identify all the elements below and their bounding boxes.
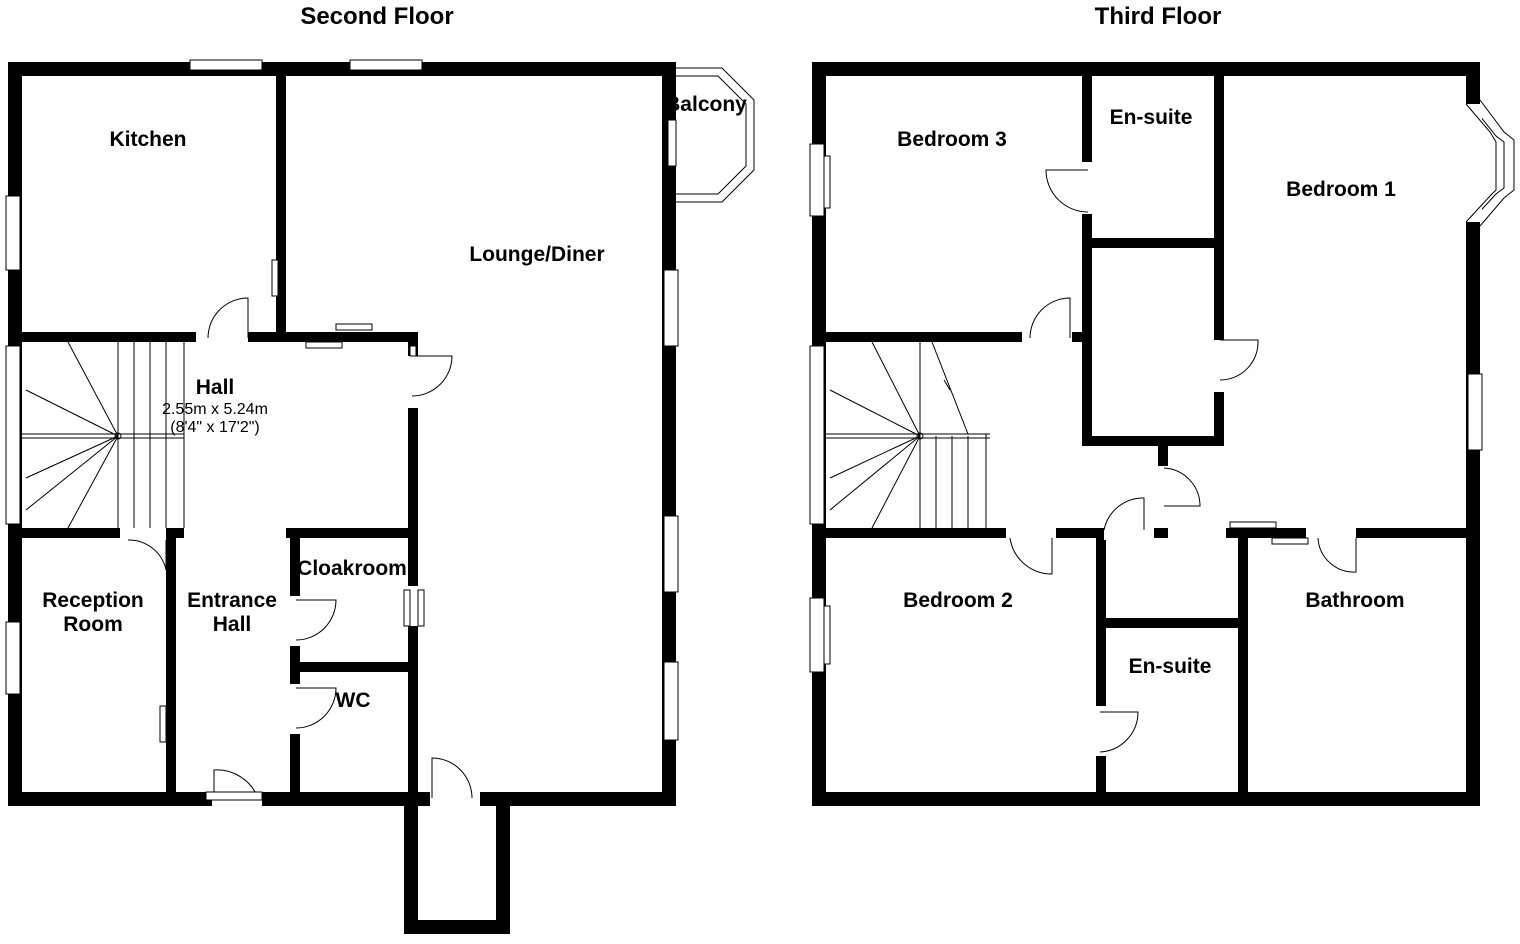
hall-dimension-imperial: (8'4" x 17'2") [170,419,260,436]
second-floor-doors [127,297,473,799]
hall-dimension-metric: 2.55m x 5.24m [162,401,268,418]
wc-label: WC [336,689,371,712]
en-suite-top-label: En-suite [1110,106,1193,129]
cloakroom-label: Cloakroom [297,557,407,580]
third-floor-windows [809,143,1483,673]
bedroom-2-label: Bedroom 2 [903,589,1013,612]
lounge-diner-label: Lounge/Diner [469,243,604,266]
reception-room-label-line2: Room [63,613,123,636]
second-floor-windows [5,59,679,801]
third-floor-doors [1009,169,1357,753]
bedroom-1-label: Bedroom 1 [1286,178,1396,201]
third-floor-labels: Bedroom 3 En-suite Bedroom 1 Bedroom 2 E… [897,106,1404,678]
second-floor-labels: Kitchen Balcony Lounge/Diner Hall 2.55m … [42,93,747,712]
entrance-hall-label-line1: Entrance [187,589,277,612]
bay-window-outline [1465,99,1515,227]
third-floor-staircase [826,341,990,529]
third-floor-interior-walls [812,62,1480,798]
second-floor-staircase [22,341,185,529]
bedroom-3-label: Bedroom 3 [897,128,1007,151]
balcony-label: Balcony [665,93,747,116]
third-floor-door-gaps [986,162,1356,756]
third-floor-title: Third Floor [1095,3,1222,30]
bathroom-label: Bathroom [1305,589,1404,612]
second-floor-title: Second Floor [300,3,453,30]
en-suite-bottom-label: En-suite [1129,655,1212,678]
second-floor-plan: Second Floor [5,3,755,934]
kitchen-label: Kitchen [109,128,186,151]
third-floor-plan: Third Floor [809,3,1515,806]
second-floor-outer-walls [8,62,676,934]
balcony-outline [667,67,755,203]
hall-label: Hall [196,376,235,399]
reception-room-label-line1: Reception [42,589,144,612]
entrance-hall-label-line2: Hall [213,613,252,636]
